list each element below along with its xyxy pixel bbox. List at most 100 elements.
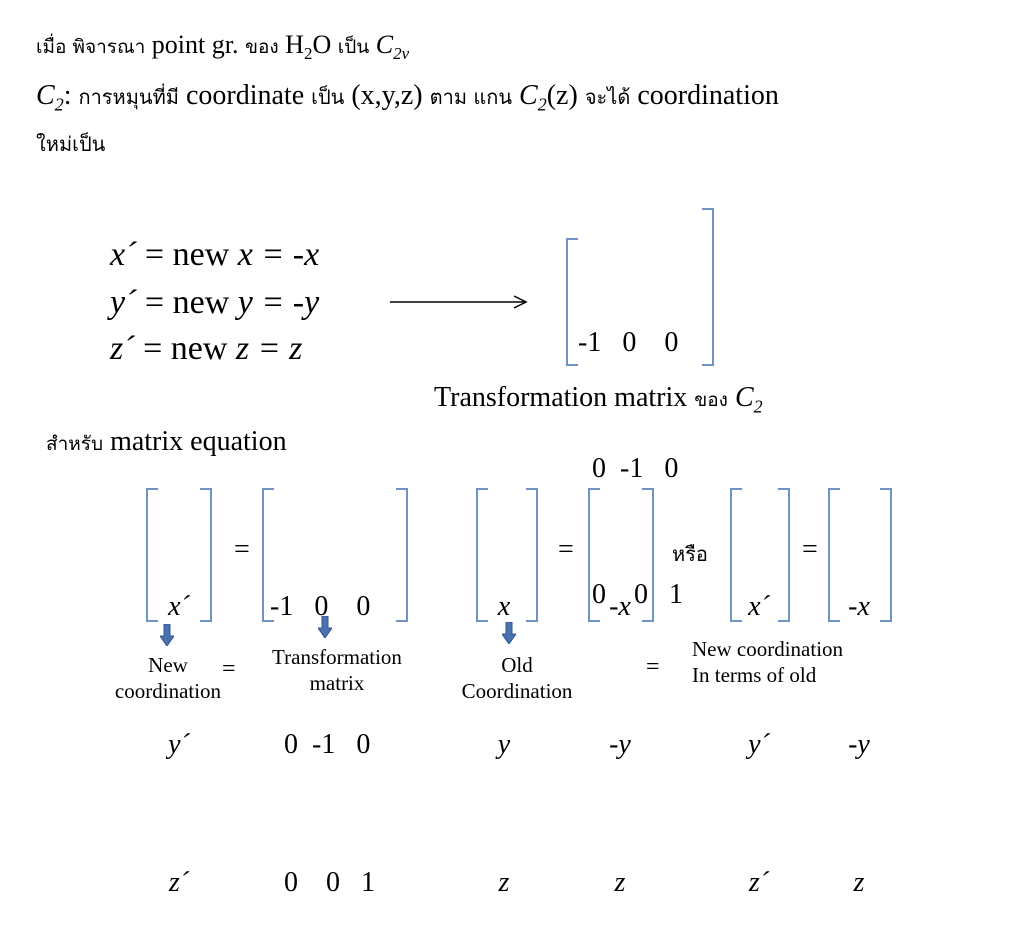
trans-bracket-left bbox=[262, 488, 274, 622]
matrix-bracket-left bbox=[566, 238, 578, 366]
equation-z: z´ = new z = z bbox=[110, 330, 302, 368]
down-arrow-icon-old bbox=[502, 622, 516, 644]
eq-z-lhs: z´ bbox=[110, 330, 135, 367]
trans-row-3: 0 0 1 bbox=[270, 867, 375, 898]
intro-thai-is-2: เป็น bbox=[311, 85, 345, 109]
eq-z-var: z bbox=[235, 330, 250, 367]
eq-x-rhs: = -x bbox=[252, 236, 320, 273]
result2-bracket-right bbox=[880, 488, 892, 622]
point-group-symbol: C bbox=[369, 30, 394, 59]
label-new-coordination: New coordination bbox=[114, 653, 222, 703]
matrix-row-2: 0 -1 0 bbox=[578, 453, 679, 484]
equation-x: x´ = new x = -x bbox=[110, 236, 319, 274]
new-vec2-x: x´ bbox=[748, 591, 770, 622]
result-bracket-right bbox=[642, 488, 654, 622]
c2-sub: 2 bbox=[54, 94, 64, 115]
or-label: หรือ bbox=[672, 542, 708, 566]
intro-thai-is: เป็น bbox=[337, 36, 370, 58]
label-transformation-matrix: Transformation matrix bbox=[272, 645, 402, 695]
caption-c-sub: 2 bbox=[753, 396, 763, 417]
c2-symbol: C bbox=[36, 80, 55, 111]
matrix-equation-heading: สำหรับ matrix equation bbox=[46, 426, 287, 459]
trans-row-1: -1 0 0 bbox=[270, 591, 371, 622]
intro-thai-along-axis: ตาม แกน bbox=[429, 85, 513, 109]
intro-point-group: point gr. bbox=[145, 30, 245, 59]
equals-sign-1: = bbox=[234, 534, 250, 565]
c2-axis-sub: 2 bbox=[537, 94, 547, 115]
intro-line-1: เมื่อ พิจารณา point gr. ของ H2O เป็น C2v bbox=[36, 30, 409, 64]
matrix-bracket-right bbox=[702, 208, 714, 366]
old-vec-bracket-right bbox=[526, 488, 538, 622]
label-equals-2: = bbox=[646, 654, 660, 680]
caption-c: C bbox=[727, 382, 754, 413]
transformation-matrix: -1 0 0 0 -1 0 0 0 1 bbox=[578, 238, 683, 658]
intro-line-2: C2: การหมุนที่มี coordinate เป็น (x,y,z)… bbox=[36, 80, 779, 116]
new-vec-x: x´ bbox=[168, 591, 190, 622]
new-coordination-vector-2: x´ y´ z´ bbox=[738, 492, 780, 952]
result2-bracket-left bbox=[828, 488, 840, 622]
molecule-h: H bbox=[278, 30, 304, 59]
c2-axis-symbol: C bbox=[512, 80, 538, 111]
new-vec2-bracket-left bbox=[730, 488, 742, 622]
result2-y: -y bbox=[848, 729, 870, 760]
result-y: -y bbox=[609, 729, 631, 760]
label-new-in-terms-of-old: New coordination In terms of old bbox=[692, 637, 844, 687]
molecule-sub: 2 bbox=[303, 44, 313, 64]
intro-thai-get: จะได้ bbox=[584, 85, 631, 109]
intro-xyz: (x,y,z) bbox=[344, 80, 430, 111]
intro-line-3: ใหม่เป็น bbox=[36, 132, 106, 156]
old-vec-bracket-left bbox=[476, 488, 488, 622]
new-vec2-bracket-right bbox=[778, 488, 790, 622]
new-vec2-z: z´ bbox=[748, 867, 770, 898]
result-z: z bbox=[614, 867, 626, 898]
subtitle-text: matrix equation bbox=[103, 426, 287, 457]
down-arrow-icon-new bbox=[160, 624, 174, 646]
intro-thai-rotation: การหมุนที่มี bbox=[78, 85, 179, 109]
eq-x-lhs: x´ bbox=[110, 236, 137, 273]
eq-y-mid: = new bbox=[136, 284, 238, 321]
c2-colon: : bbox=[63, 80, 79, 111]
result2-x: -x bbox=[848, 591, 870, 622]
new-vec-bracket-right bbox=[200, 488, 212, 622]
result-vector-2: -x -y z bbox=[836, 492, 882, 952]
old-coordination-vector: x y z bbox=[484, 492, 524, 952]
intro-coordinate: coordinate bbox=[178, 80, 312, 111]
eq-y-var: y bbox=[237, 284, 253, 321]
trans-matrix-bottom: -1 0 0 0 -1 0 0 0 1 bbox=[270, 492, 375, 952]
trans-bracket-right bbox=[396, 488, 408, 622]
right-arrow-icon bbox=[390, 295, 528, 309]
eq-z-mid: = new bbox=[134, 330, 236, 367]
matrix-row-3: 0 0 1 bbox=[578, 579, 683, 610]
trans-row-2: 0 -1 0 bbox=[270, 729, 371, 760]
new-vec-bracket-left bbox=[146, 488, 158, 622]
molecule-o: O bbox=[312, 30, 338, 59]
eq-x-mid: = new bbox=[136, 236, 238, 273]
matrix-row-1: -1 0 0 bbox=[578, 327, 679, 358]
eq-y-rhs: = -y bbox=[252, 284, 320, 321]
result-bracket-left bbox=[588, 488, 600, 622]
caption-text: Transformation matrix bbox=[434, 382, 695, 413]
intro-thai-consider: เมื่อ พิจารณา bbox=[36, 36, 146, 58]
result2-z: z bbox=[853, 867, 865, 898]
result-vector: -x -y z bbox=[596, 492, 644, 952]
eq-z-rhs: = z bbox=[249, 330, 303, 367]
label-equals-1: = bbox=[222, 656, 236, 682]
intro-z: (z) bbox=[546, 80, 585, 111]
eq-x-var: x bbox=[237, 236, 253, 273]
equals-sign-2: = bbox=[558, 534, 574, 565]
down-arrow-icon-trans bbox=[318, 616, 332, 638]
new-vec-z: z´ bbox=[168, 867, 190, 898]
subtitle-thai: สำหรับ bbox=[46, 433, 104, 455]
intro-coordination: coordination bbox=[630, 80, 779, 111]
eq-y-lhs: y´ bbox=[110, 284, 137, 321]
matrix-caption: Transformation matrix ของ C2 bbox=[434, 382, 763, 418]
result-x: -x bbox=[609, 591, 631, 622]
caption-thai: ของ bbox=[694, 389, 728, 411]
old-vec-y: y bbox=[497, 729, 511, 760]
intro-thai-of: ของ bbox=[244, 36, 279, 58]
new-vec2-y: y´ bbox=[748, 729, 770, 760]
point-group-sub: 2v bbox=[393, 44, 410, 64]
old-vec-x: x bbox=[497, 591, 511, 622]
equals-sign-3: = bbox=[802, 534, 818, 565]
old-vec-z: z bbox=[498, 867, 510, 898]
